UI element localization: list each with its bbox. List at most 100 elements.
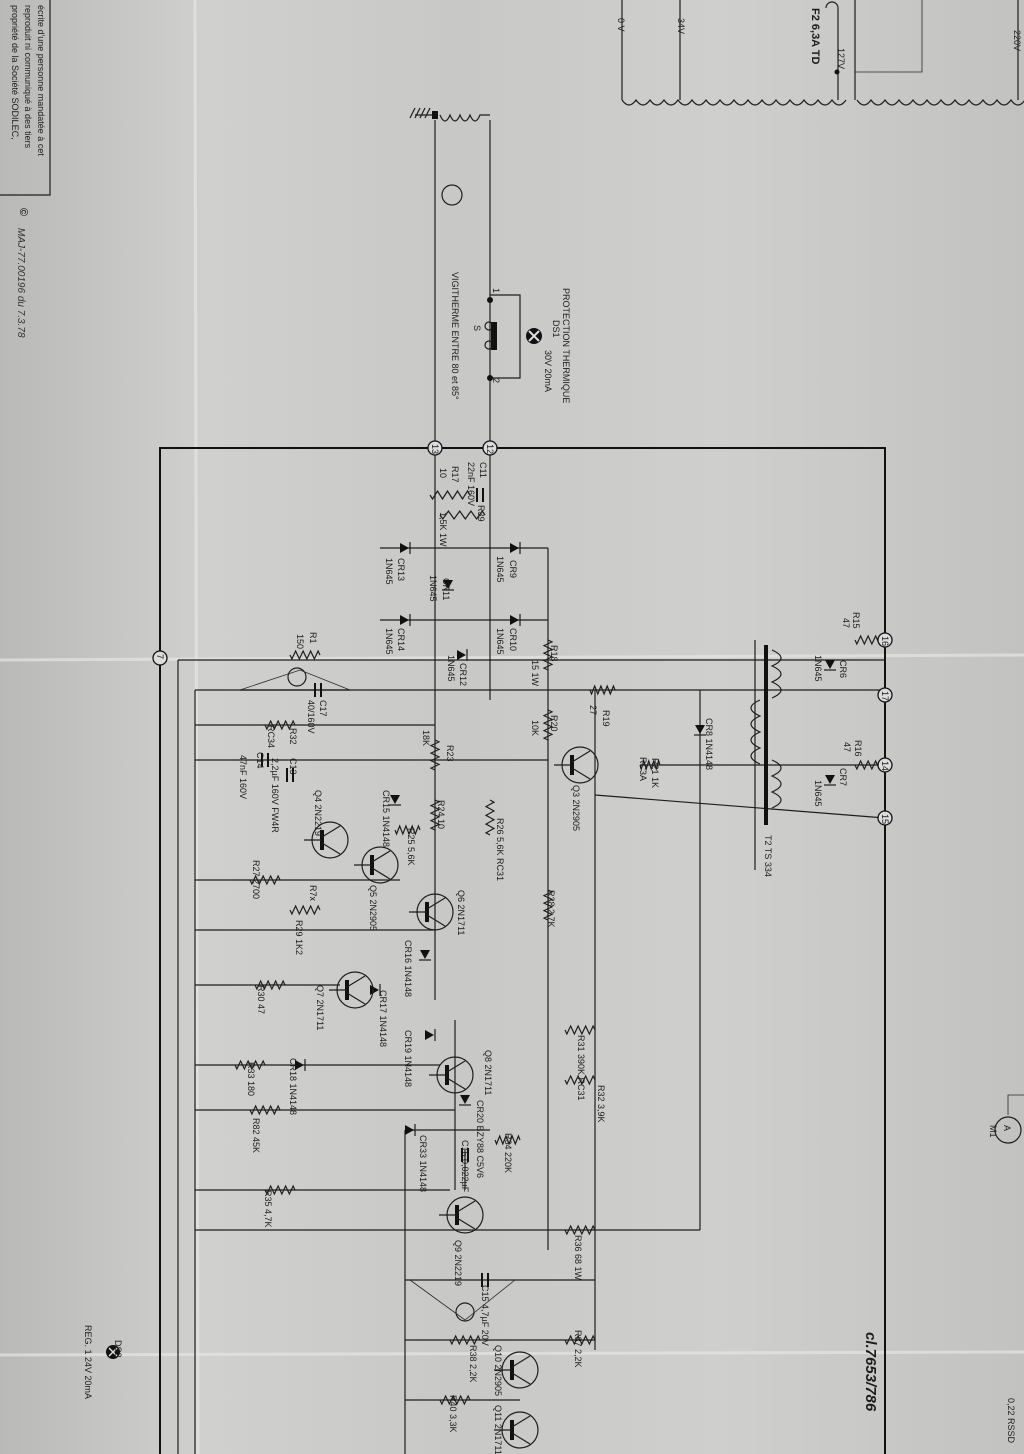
resistor-r33 <box>234 1059 266 1071</box>
transistor-q6 <box>409 893 454 931</box>
q6-label: Q6 2N1711 <box>456 890 466 935</box>
r15-label: R15 <box>851 612 861 629</box>
terminal-label: 14 <box>880 761 890 771</box>
resistor-r27 <box>249 874 281 886</box>
ds1-label: DS1 <box>551 320 561 338</box>
resistor-r32a <box>264 719 296 731</box>
copyright-label: © <box>17 208 29 216</box>
c14v-label: 47nF 160V <box>238 755 248 799</box>
terminal-n14: 14 <box>877 757 893 773</box>
resistor-r24 <box>429 799 441 831</box>
transistor-q7 <box>329 971 374 1009</box>
resistor-r36 <box>564 1224 596 1236</box>
resistor-r39 <box>439 509 486 521</box>
q7-label: Q7 2N1711 <box>315 985 325 1030</box>
capacitor-c15 <box>481 1273 489 1287</box>
transistor-q3 <box>554 746 599 784</box>
r36-label: R36 68 1W <box>573 1235 583 1281</box>
resistor-r28 <box>542 889 554 921</box>
terminal-n15: 15 <box>877 810 893 826</box>
ds2-label: DS2 <box>113 1340 123 1358</box>
s-label: S <box>472 325 482 331</box>
terminal-label: 12 <box>485 444 495 454</box>
q3-label: Q3 2N2905 <box>571 785 581 831</box>
terminal-n17: 17 <box>877 687 893 703</box>
cr14v-label: 1N645 <box>384 628 394 655</box>
r82-label: R82 45K <box>251 1118 261 1153</box>
v220-label: 220V <box>1012 30 1022 51</box>
r21v-label: RC3A <box>638 757 648 781</box>
diode-cr19 <box>425 1029 436 1041</box>
transistor-q4 <box>304 821 349 859</box>
resistor-r29 <box>289 904 321 916</box>
resistor-r1 <box>289 649 321 661</box>
transistor-q5 <box>354 846 399 884</box>
c15-label: C15 4,7µF 20V <box>480 1285 490 1346</box>
resistor-r23 <box>429 739 441 771</box>
cr6-label: CR6 <box>838 660 848 678</box>
diode-cr33 <box>405 1124 416 1136</box>
resistor-r31 <box>564 1024 596 1036</box>
cr11-label: CR11 <box>441 578 451 600</box>
r37-label: R37 2,2K <box>573 1330 583 1368</box>
cr13-label: CR13 <box>396 558 406 581</box>
r23-label: R23 <box>445 745 455 762</box>
cr12-label: CR12 <box>458 663 468 686</box>
r33-label: R33 180 <box>246 1062 256 1096</box>
diode-cr18 <box>295 1059 306 1071</box>
cr13v-label: 1N645 <box>384 558 394 585</box>
capacitor-c17 <box>314 683 322 697</box>
pin2-label: 2 <box>491 378 501 383</box>
cr6v-label: 1N645 <box>813 655 823 682</box>
resistor-r38 <box>449 1334 481 1346</box>
r16-label: R16 <box>853 740 863 757</box>
terminal-n16: 16 <box>877 632 893 648</box>
transistor-q11 <box>494 1411 539 1449</box>
mains-transformer-windings <box>621 0 1024 106</box>
diode-cr11 <box>442 580 454 591</box>
terminal-label: 7 <box>155 654 165 659</box>
r1-label: R1 <box>308 632 318 644</box>
terminal-n12: 12 <box>482 440 498 456</box>
r38-label: R38 2,2K <box>468 1345 478 1383</box>
c11-label: C11 <box>478 462 488 478</box>
t2-label: T2 TS 334 <box>763 835 773 877</box>
cr9-label: CR9 <box>508 560 518 578</box>
cr8-label: CR8 1N4148 <box>704 718 714 770</box>
diode-cr16 <box>419 950 431 961</box>
ntc-2-icon <box>455 1302 475 1322</box>
cr10-label: CR10 <box>508 628 518 651</box>
diode-cr15 <box>389 795 401 806</box>
cr7-label: CR7 <box>838 768 848 786</box>
cr12v-label: 1N645 <box>446 655 456 682</box>
cr11v-label: 1N645 <box>428 575 438 602</box>
r34-label: R34 220K <box>503 1133 513 1173</box>
r28-label: R28 2,7K <box>546 890 556 928</box>
fuse-label: F2 6,3A TD <box>809 8 821 64</box>
cr18-label: CR18 1N4148 <box>288 1058 298 1115</box>
c14-label: C14 <box>255 752 265 769</box>
components: 13 12 16 17 14 15 7 <box>106 440 1024 1449</box>
cr9v-label: 1N645 <box>495 556 505 583</box>
ammeter-m1 <box>994 1094 1024 1144</box>
diode-cr10 <box>510 614 521 626</box>
resistor-r37 <box>564 1334 596 1346</box>
diode-cr6 <box>824 660 836 671</box>
diode-cr9 <box>510 542 521 554</box>
c17-label: C17 <box>318 700 328 717</box>
diode-cr13 <box>400 542 411 554</box>
resistor-r19 <box>589 684 616 696</box>
r32a-label: R32 <box>288 728 298 745</box>
r39-label: R39 <box>476 505 486 522</box>
resistor-r34 <box>494 1134 521 1146</box>
r23v-label: 18K <box>421 730 431 746</box>
input-inductor-fuse <box>409 107 490 206</box>
capacitor-c13 <box>286 768 294 782</box>
diode-cr12 <box>457 649 468 661</box>
title-label: PROTECTION THERMIQUE <box>561 288 571 403</box>
r39v-label: 1,5K 1W <box>438 512 448 547</box>
cr10v-label: 1N645 <box>495 628 505 655</box>
c11v-label: 22nF 160V <box>466 462 476 506</box>
terminal-label: 13 <box>430 444 440 454</box>
